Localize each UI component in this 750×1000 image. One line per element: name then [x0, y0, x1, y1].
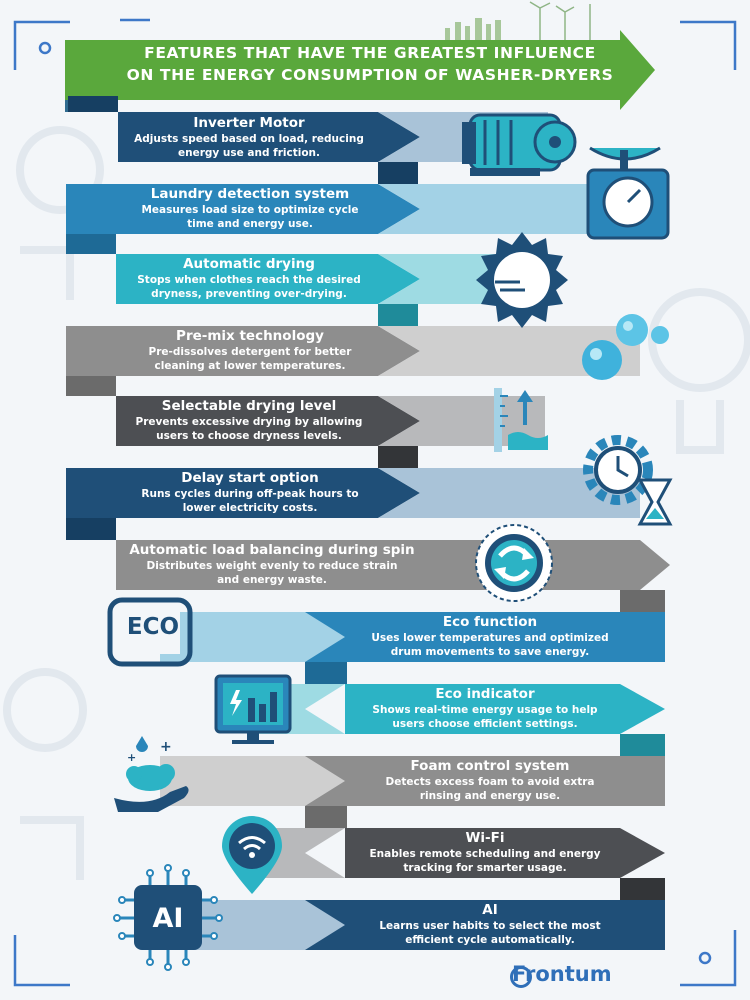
gear-clock-hourglass-icon [583, 435, 673, 526]
feature-wifi: Wi-Fi Enables remote scheduling and ener… [350, 830, 620, 875]
title-line-2: ON THE ENERGY CONSUMPTION OF WASHER-DRYE… [126, 66, 614, 84]
feature-selectable-drying: Selectable drying level Prevents excessi… [118, 398, 380, 443]
feature-eco-function: Eco function Uses lower temperatures and… [350, 614, 630, 659]
ribbon-8 [305, 612, 665, 662]
ribbon-1 [118, 112, 420, 162]
feature-desc-line-2: energy use and friction. [177, 147, 320, 159]
eco-icon [107, 597, 193, 667]
feature-title: AI [482, 902, 498, 918]
feature-desc-line-2: efficient cycle automatically. [405, 934, 575, 946]
feature-desc-line-2: time and energy use. [187, 218, 313, 230]
feature-desc-line-1: Pre-dissolves detergent for better [148, 346, 352, 358]
ribbon-2 [66, 184, 420, 234]
feature-desc-line-1: Distributes weight evenly to reduce stra… [146, 560, 398, 572]
feature-desc-line-1: Shows real-time energy usage to help [372, 704, 598, 716]
feature-inverter-motor: Inverter Motor Adjusts speed based on lo… [118, 115, 380, 160]
ribbon-3 [116, 254, 420, 304]
ribbon-6 [66, 468, 420, 518]
feature-desc-line-1: Runs cycles during off-peak hours to [141, 488, 359, 500]
feature-title: Automatic drying [183, 256, 315, 272]
feature-load-balancing: Automatic load balancing during spin Dis… [118, 542, 426, 587]
feature-desc-line-2: tracking for smarter usage. [403, 862, 567, 874]
hand-foam-icon: + + [114, 736, 189, 812]
feature-desc-line-2: users to choose dryness levels. [156, 430, 342, 442]
brand-logo: Frontum [512, 962, 632, 986]
page-title: FEATURES THAT HAVE THE GREATEST INFLUENC… [110, 42, 630, 86]
ai-chip-icon [113, 864, 223, 971]
motor-icon [462, 113, 577, 176]
feature-desc-line-2: cleaning at lower temperatures. [154, 360, 346, 372]
feature-desc-line-2: rinsing and energy use. [419, 790, 561, 802]
feature-title: Eco indicator [435, 686, 535, 702]
ribbon-9 [345, 684, 665, 734]
bubbles-icon [582, 314, 669, 380]
feature-title: Wi-Fi [465, 830, 505, 846]
feature-title: Automatic load balancing during spin [129, 542, 415, 558]
feature-title: Selectable drying level [161, 398, 337, 414]
feature-eco-indicator: Eco indicator Shows real-time energy usa… [350, 686, 620, 731]
feature-desc-line-1: Prevents excessive drying by allowing [135, 416, 363, 428]
feature-laundry-detection: Laundry detection system Measures load s… [110, 186, 390, 231]
feature-desc-line-2: users choose efficient settings. [392, 718, 578, 730]
ribbon-11 [345, 828, 665, 878]
feature-pre-mix: Pre-mix technology Pre-dissolves deterge… [110, 328, 390, 373]
feature-title: Foam control system [410, 758, 570, 774]
feature-delay-start: Delay start option Runs cycles during of… [110, 470, 390, 515]
feature-desc-line-2: lower electricity costs. [182, 502, 318, 514]
feature-foam-control: Foam control system Detects excess foam … [350, 758, 630, 803]
ribbon-4 [66, 326, 420, 376]
feature-desc-line-1: Detects excess foam to avoid extra [385, 776, 595, 788]
water-level-icon [494, 388, 548, 452]
balance-arrows-icon [475, 524, 553, 602]
feature-title: Eco function [442, 614, 538, 630]
brand-logo-mark [510, 966, 532, 988]
feature-ai: AI Learns user habits to select the most… [350, 902, 630, 947]
svg-text:+: + [160, 739, 172, 755]
eco-icon-label: ECO [126, 614, 180, 640]
feature-desc-line-1: Learns user habits to select the most [379, 920, 601, 932]
feature-desc-line-2: drum movements to save energy. [390, 646, 590, 658]
title-arrow [65, 30, 655, 110]
feature-desc-line-1: Measures load size to optimize cycle [141, 204, 359, 216]
feature-desc-line-1: Adjusts speed based on load, reducing [134, 133, 364, 145]
title-line-1: FEATURES THAT HAVE THE GREATEST INFLUENC… [144, 44, 596, 62]
sun-icon [476, 232, 568, 328]
feature-title: Delay start option [181, 470, 319, 486]
feature-title: Inverter Motor [193, 115, 305, 131]
feature-desc-line-1: Enables remote scheduling and energy [369, 848, 601, 860]
ribbon-5 [116, 396, 420, 446]
energy-monitor-icon [214, 674, 292, 744]
brand-name: Frontum [512, 962, 612, 986]
feature-desc-line-2: dryness, preventing over-drying. [151, 288, 347, 300]
wifi-pin-icon [222, 816, 282, 894]
weighing-scale-icon [586, 146, 670, 240]
feature-desc-line-2: and energy waste. [217, 574, 327, 586]
svg-text:+: + [127, 751, 136, 764]
feature-title: Laundry detection system [150, 186, 350, 202]
ai-icon-label: AI [152, 903, 184, 934]
feature-title: Pre-mix technology [176, 328, 324, 344]
ribbon-12 [305, 900, 665, 950]
ribbon-10 [305, 756, 665, 806]
feature-automatic-drying: Automatic drying Stops when clothes reac… [118, 256, 380, 301]
feature-desc-line-1: Stops when clothes reach the desired [137, 274, 361, 286]
feature-desc-line-1: Uses lower temperatures and optimized [371, 632, 609, 644]
